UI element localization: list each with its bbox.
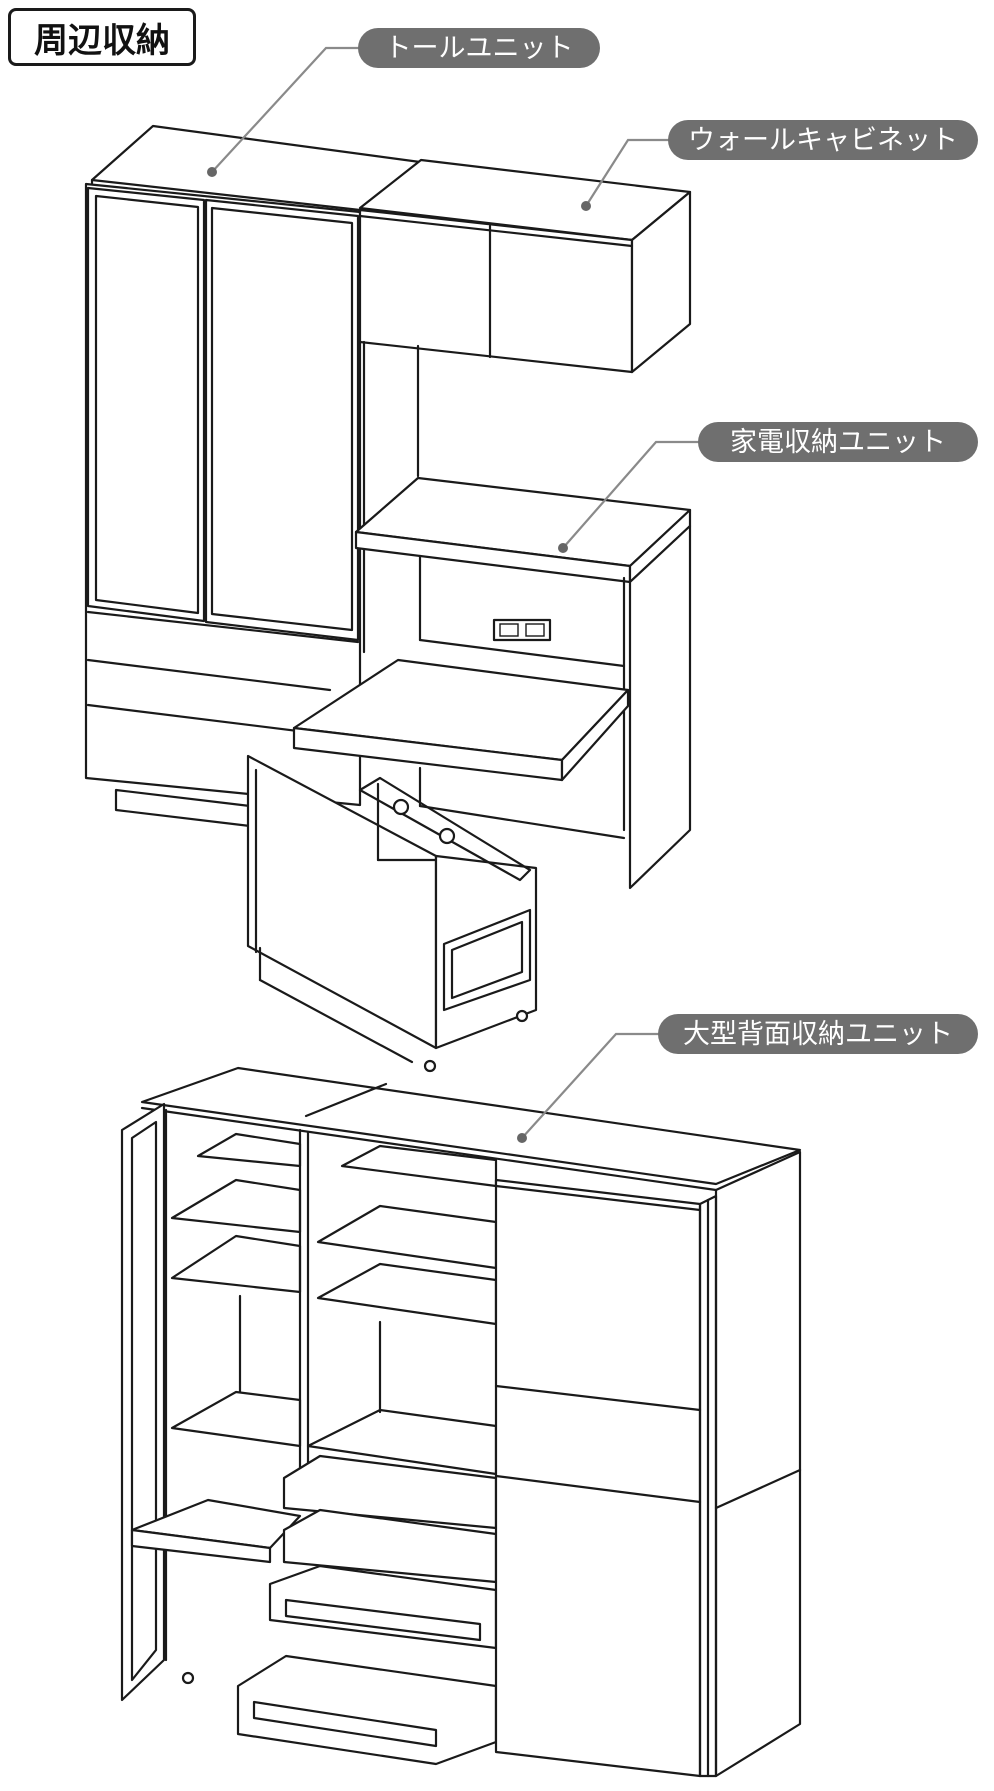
large-back-unit-label: 大型背面収納ユニット: [683, 1019, 953, 1050]
appliance-unit-drawing: [246, 476, 692, 1073]
page-title: 周辺収納: [8, 8, 196, 66]
label-large-back-unit: 大型背面収納ユニット: [517, 1014, 978, 1143]
wall-cabinet-pill: [668, 120, 978, 160]
label-appliance-unit: 家電収納ユニット: [558, 422, 978, 553]
large-back-unit-pill: [658, 1014, 978, 1054]
appliance-unit-label: 家電収納ユニット: [730, 427, 946, 458]
large-back-unit-marker: [517, 1133, 527, 1143]
appliance-unit-marker: [558, 543, 568, 553]
label-tall-unit: トールユニット: [207, 28, 600, 177]
appliance-unit-pill: [698, 422, 978, 462]
wall-cabinet-marker: [581, 201, 591, 211]
wall-cabinet-label: ウォールキャビネット: [688, 125, 958, 156]
tall-unit-marker: [207, 167, 217, 177]
tall-unit-label: トールユニット: [385, 33, 574, 64]
tall-unit-pill: [358, 28, 600, 68]
label-wall-cabinet: ウォールキャビネット: [581, 120, 978, 211]
large-back-unit-drawing: [120, 1066, 802, 1778]
wall-cabinet-drawing: [358, 158, 692, 654]
tall-unit-drawing: [84, 124, 422, 828]
